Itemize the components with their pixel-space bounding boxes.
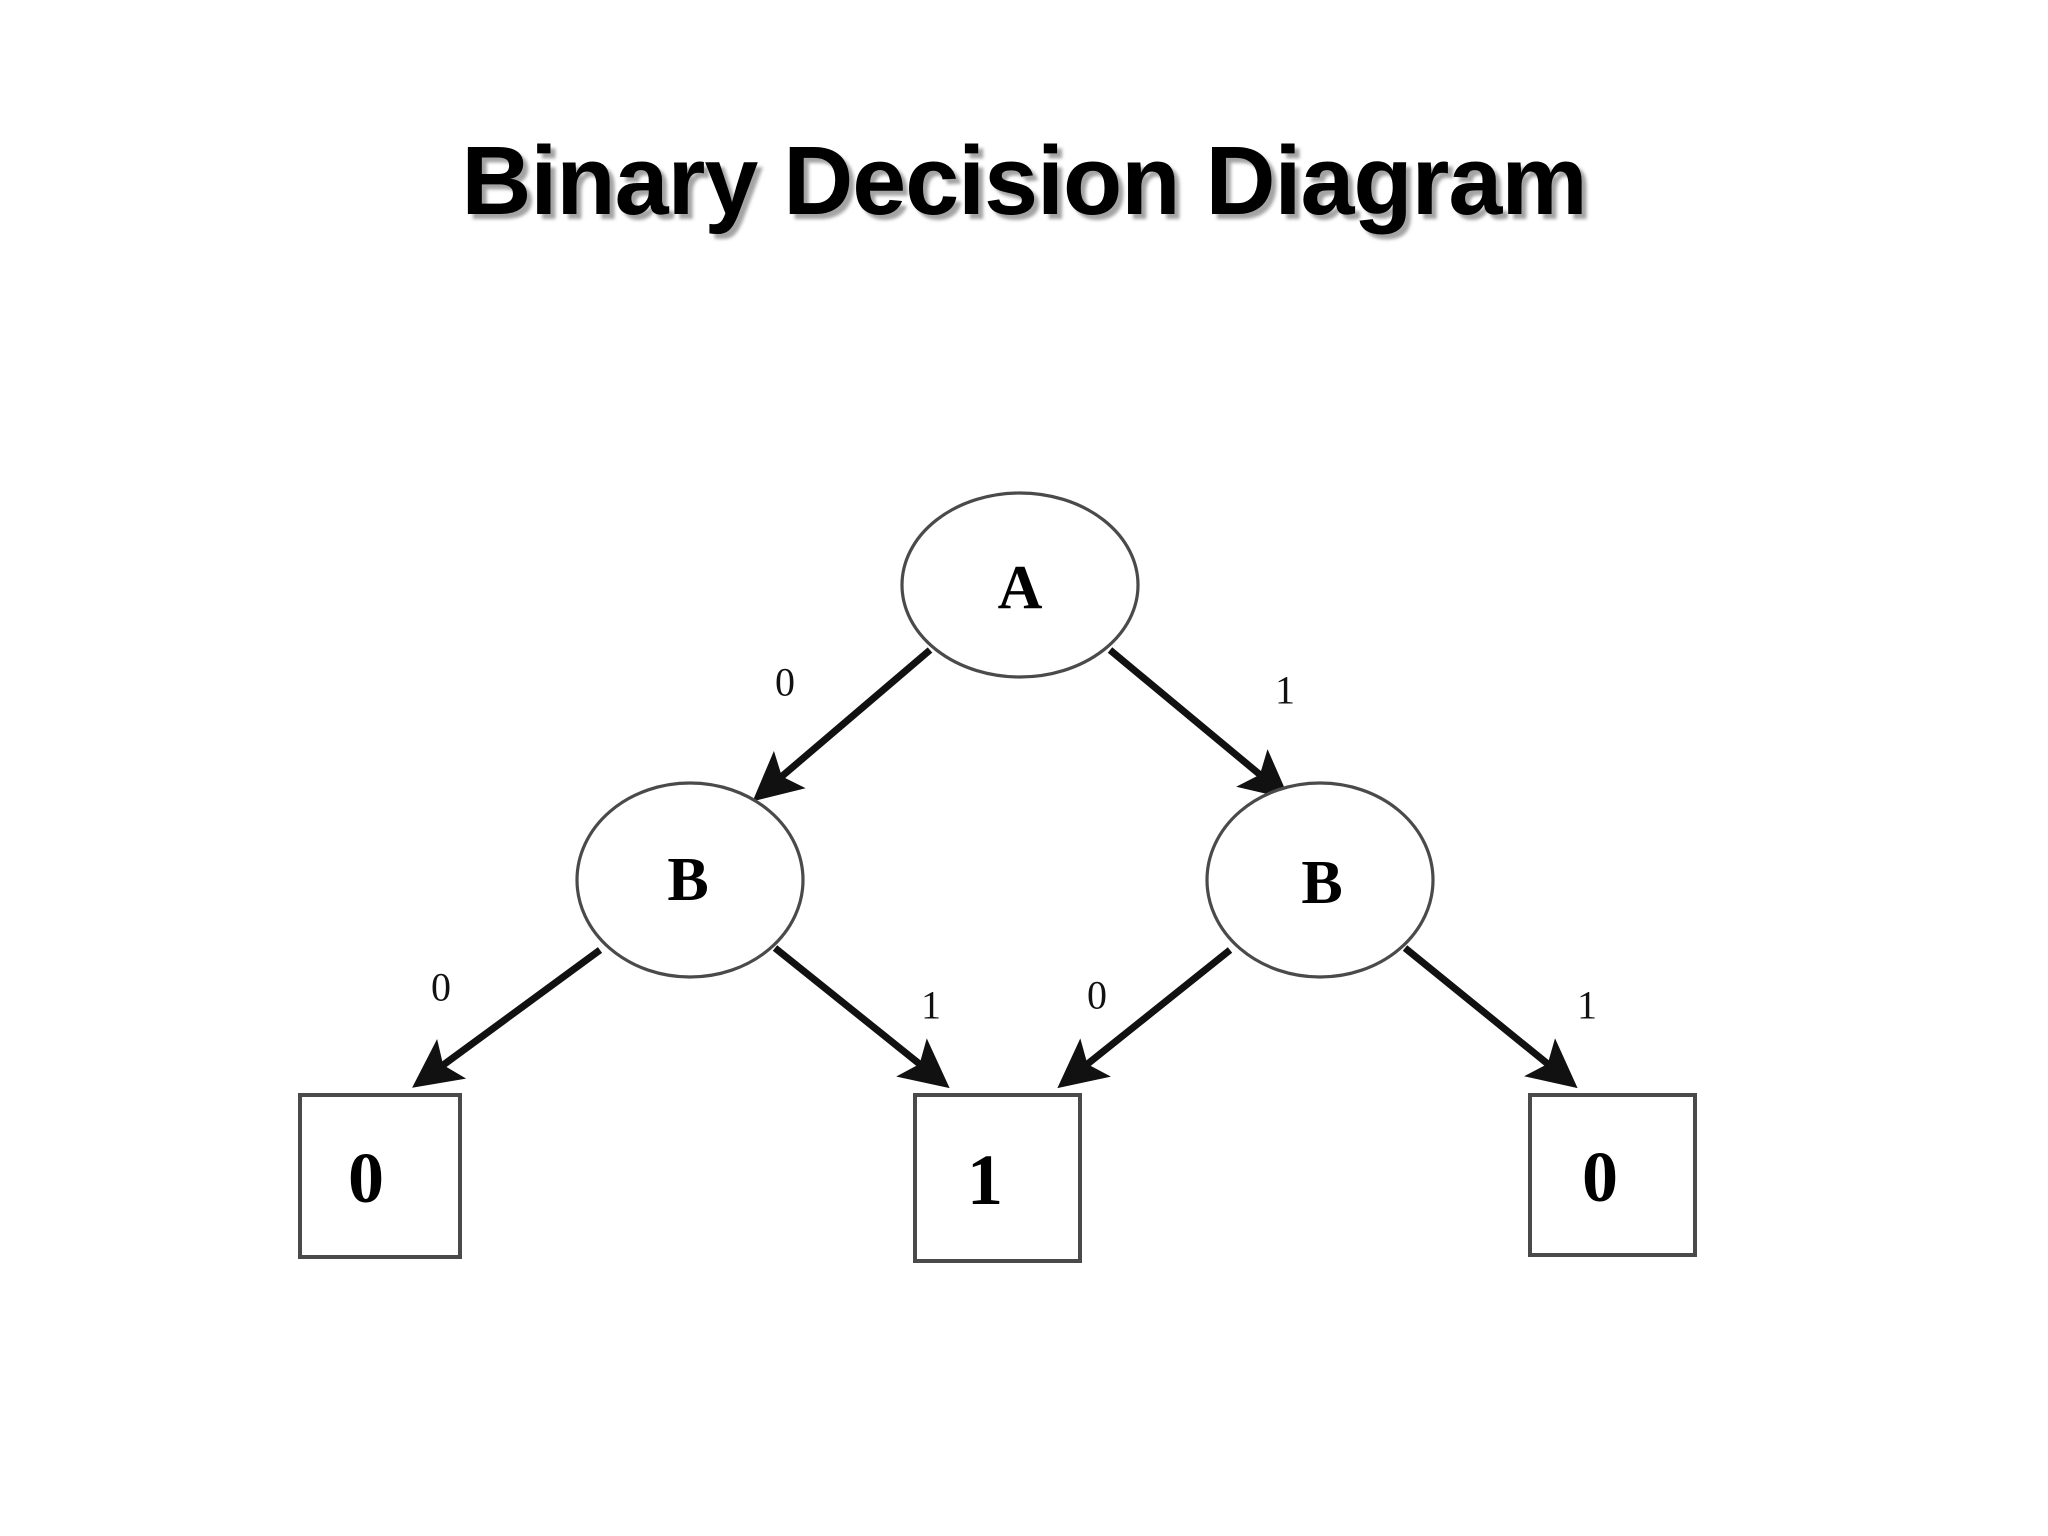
node-b-left-label: B <box>667 846 708 914</box>
terminal-box-right <box>1528 1093 1697 1257</box>
node-b-left[interactable]: B <box>575 781 805 979</box>
edge-label-a-1: 1 <box>1275 668 1295 713</box>
edge-label-a-0: 0 <box>775 660 795 705</box>
node-a-ellipse <box>900 491 1140 679</box>
terminal-node-1-middle[interactable]: 1 <box>913 1093 1082 1263</box>
node-a[interactable]: A <box>900 491 1140 679</box>
node-a-label: A <box>998 554 1043 622</box>
edge-label-b0-1: 1 <box>921 983 941 1028</box>
terminal-label-left: 0 <box>348 1138 384 1218</box>
node-b-right[interactable]: B <box>1205 781 1435 979</box>
node-b-right-ellipse <box>1205 781 1435 979</box>
node-b-right-label: B <box>1301 849 1342 917</box>
edge-label-b1-1: 1 <box>1577 983 1597 1028</box>
edge-a-to-b1 <box>1107 647 1290 800</box>
edge-a-to-b0 <box>752 647 933 802</box>
edge-group: left B --> right B --> terminal 0 --> te… <box>412 647 1578 1089</box>
terminal-label-right: 0 <box>1582 1137 1618 1217</box>
terminal-node-0-right[interactable]: 0 <box>1528 1093 1697 1257</box>
edge-b1-to-t1 <box>1057 947 1233 1089</box>
edge-label-b0-0: 0 <box>431 965 451 1010</box>
terminal-label-middle: 1 <box>967 1140 1003 1220</box>
terminal-box-left <box>298 1093 462 1259</box>
edge-b0-to-t0 <box>412 947 603 1088</box>
edge-b1-to-t2 <box>1402 945 1578 1089</box>
page-title: Binary Decision Diagram <box>461 126 1587 235</box>
edge-b0-to-t1 <box>772 945 950 1089</box>
edge-label-b1-0: 0 <box>1087 973 1107 1018</box>
terminal-box-middle <box>913 1093 1082 1263</box>
terminal-node-0-left[interactable]: 0 <box>298 1093 462 1259</box>
edge-label-group: 0 1 0 1 0 1 <box>431 660 1597 1028</box>
node-b-left-ellipse <box>575 781 805 979</box>
